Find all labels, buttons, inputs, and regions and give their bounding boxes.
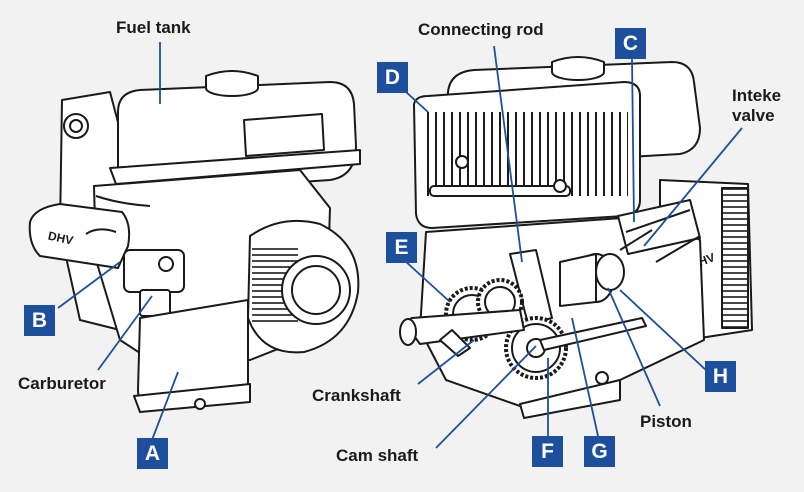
leader-d <box>405 91 429 113</box>
leader-cam-shaft <box>435 345 537 449</box>
leader-crankshaft <box>417 339 475 385</box>
badge-a: A <box>137 438 168 469</box>
badge-d: D <box>377 62 408 93</box>
label-crankshaft: Crankshaft <box>312 386 401 405</box>
badge-g: G <box>584 436 615 467</box>
label-carburetor: Carburetor <box>18 374 106 393</box>
badge-e: E <box>386 232 417 263</box>
badge-h: H <box>705 361 736 392</box>
leader-piston <box>607 287 661 407</box>
right-engine-drawing: DHV <box>399 56 753 419</box>
leader-c <box>631 57 635 223</box>
badge-f: F <box>532 436 563 467</box>
label-fuel-tank: Fuel tank <box>116 18 191 37</box>
label-connecting-rod: Connecting rod <box>418 20 544 39</box>
left-engine-brand-text: DHV <box>47 229 75 248</box>
left-engine-drawing: DHV <box>28 70 361 413</box>
leader-e <box>403 259 451 303</box>
label-cam-shaft: Cam shaft <box>336 446 419 465</box>
leader-carburetor <box>97 295 153 371</box>
badge-b: B <box>24 305 55 336</box>
leader-g <box>571 317 599 437</box>
leader-a <box>151 371 179 441</box>
label-piston: Piston <box>640 412 692 431</box>
leader-connecting-rod <box>493 45 523 263</box>
label-intake-valve: Inteke valve <box>732 86 782 125</box>
leader-h <box>619 289 709 373</box>
leader-intake-valve <box>643 127 743 247</box>
badge-c: C <box>615 28 646 59</box>
leader-b <box>57 261 121 309</box>
leader-lines <box>57 42 743 449</box>
